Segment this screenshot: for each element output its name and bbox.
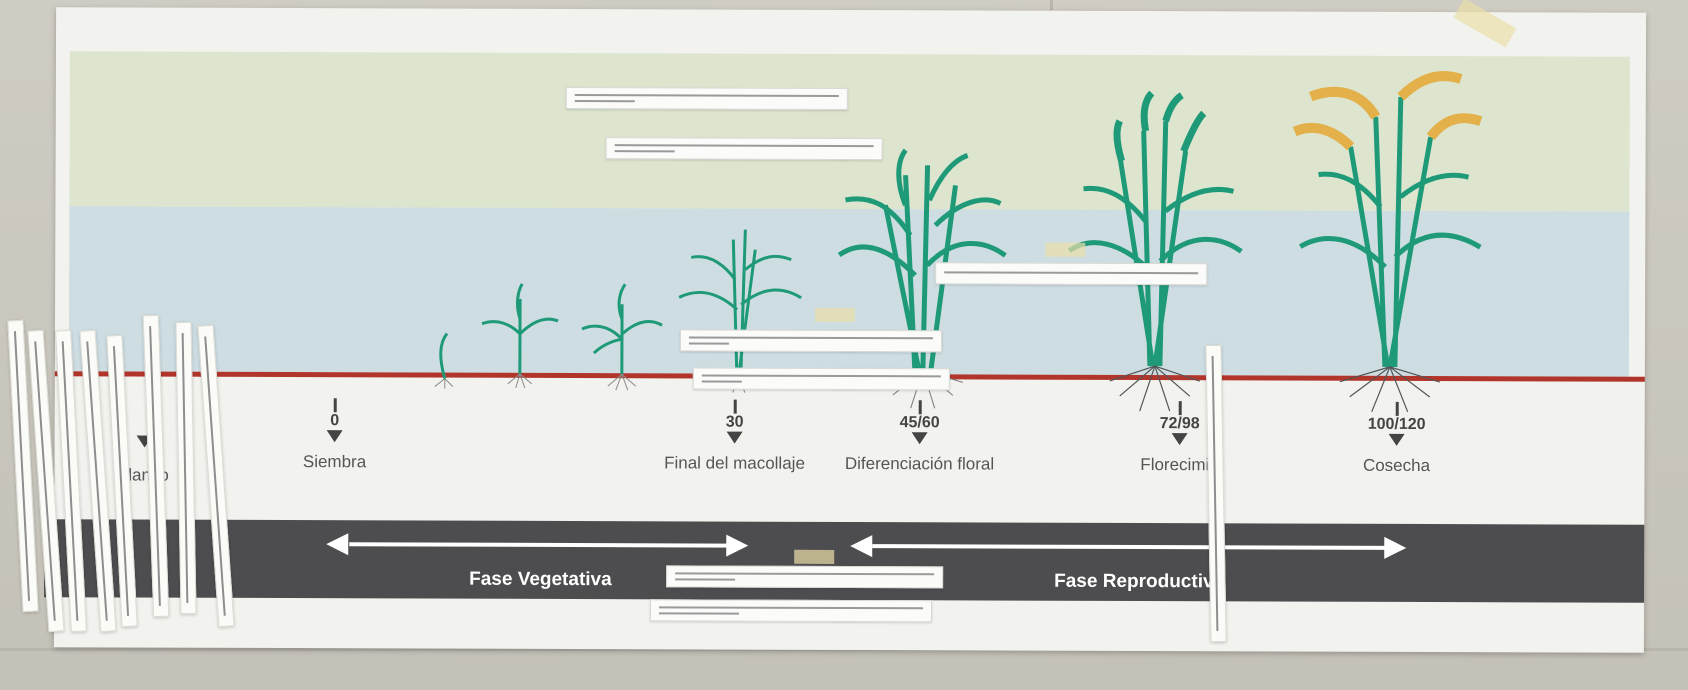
stage-label: Diferenciación floral (844, 453, 995, 474)
stage-day: 72/98 (1159, 415, 1200, 433)
stage-down-arrow-icon (726, 431, 743, 444)
stage-tick (733, 399, 737, 414)
pasted-note (692, 367, 950, 391)
stage-label: Siembra (302, 452, 367, 472)
pasted-note (605, 137, 883, 161)
stage-label-partial: ilan io (124, 465, 169, 485)
plant-late-tillering-illustration (678, 229, 802, 393)
stage-tick (918, 400, 922, 415)
plant-young-illustration (481, 283, 559, 389)
stage-diferenciacion-floral: 45/60 Diferenciación floral (809, 398, 1029, 475)
tape-piece (815, 307, 856, 323)
stage-tick (1395, 401, 1399, 416)
plant-seedling-illustration (434, 332, 454, 389)
plant-tillering-illustration (581, 283, 663, 391)
stage-label: Cosecha (1362, 455, 1431, 476)
stage-tick (333, 398, 337, 413)
arrow-left-icon (850, 535, 873, 558)
stage-down-arrow-icon (1388, 433, 1405, 446)
rice-growth-poster: 0 Siembra 30 Final del macollaje 45/60 D… (44, 7, 1647, 653)
stage-down-arrow-icon (326, 430, 343, 443)
pasted-note (679, 329, 942, 353)
floor-tile-seam (1050, 0, 1053, 10)
stage-down-arrow-icon (1171, 433, 1188, 446)
pasted-note (666, 565, 944, 589)
stage-day: 100/120 (1367, 415, 1426, 434)
stage-label: Florecimie (1140, 455, 1219, 475)
arrow-right-icon (1384, 536, 1407, 559)
stage-siembra: 0 Siembra (225, 396, 445, 473)
pasted-note (649, 599, 933, 623)
vegetative-phase-label: Fase Vegetativa (469, 568, 612, 591)
plant-mature-illustration (1292, 71, 1483, 413)
plant-flowering-illustration (1067, 90, 1243, 412)
stage-day: 0 (330, 412, 340, 430)
stage-tick (1178, 401, 1182, 416)
stage-day: 45/60 (899, 414, 940, 432)
stage-cosecha: 100/120 Cosecha (1286, 400, 1506, 477)
stage-florecimiento: 72/98 Florecimie (1069, 399, 1289, 476)
pasted-note (565, 87, 848, 110)
tape-piece (794, 549, 835, 564)
arrow-right-icon (726, 534, 749, 557)
reproductive-phase-label: Fase Reproductiva (1054, 570, 1225, 593)
arrow-left-icon (326, 533, 349, 556)
tape-piece (1045, 242, 1086, 257)
phase-bar (44, 519, 1645, 603)
pasted-note (935, 262, 1208, 286)
stage-down-arrow-icon (911, 432, 928, 445)
